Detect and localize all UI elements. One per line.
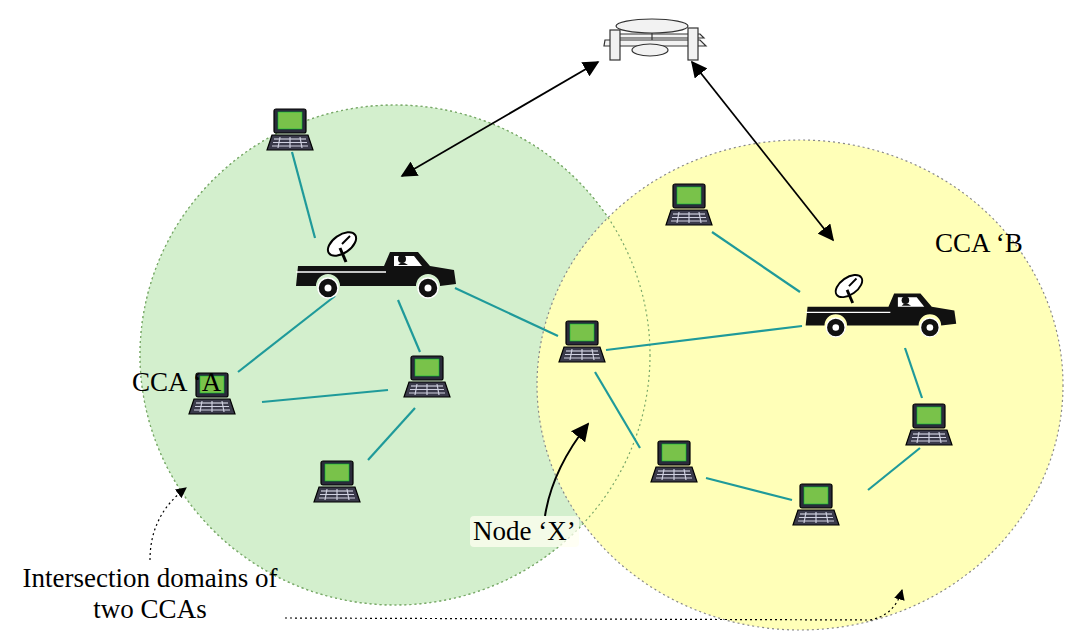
intersection-note: Intersection domains of two CCAs <box>10 563 290 625</box>
ellipse-outline <box>537 140 1063 630</box>
node-label: Node ‘X’ <box>470 516 579 547</box>
area-title: CCA ‘B <box>935 228 1023 259</box>
area-title: CCA ‘A <box>132 367 221 398</box>
coverage-area-b: CCA ‘B <box>537 140 1063 630</box>
